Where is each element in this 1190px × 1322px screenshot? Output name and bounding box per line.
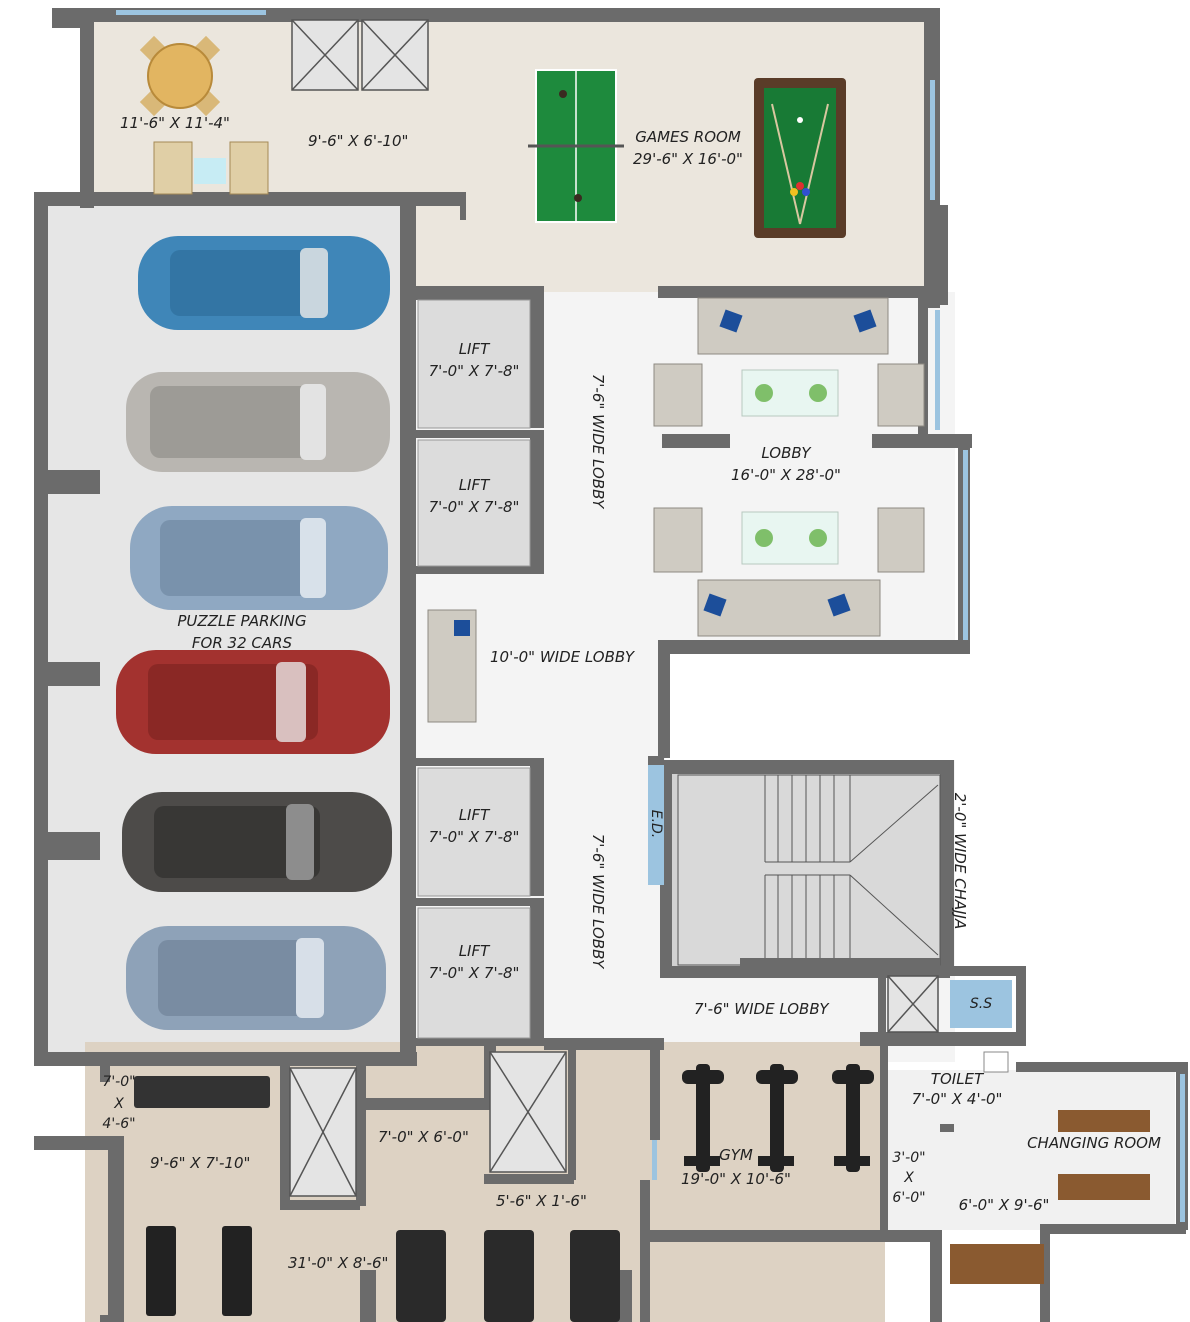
lift-1-name: LIFT xyxy=(458,340,490,358)
games-room-name: GAMES ROOM xyxy=(635,128,741,146)
windows xyxy=(116,10,1185,1222)
lift-3-size: 7'-0" X 7'-8" xyxy=(428,828,520,846)
lift-2-name: LIFT xyxy=(458,476,490,494)
lift-4-name: LIFT xyxy=(458,942,490,960)
floor-parking xyxy=(35,205,415,1065)
lobby-lower-vertical: 7'-6" WIDE LOBBY xyxy=(589,833,607,969)
dining-size: 11'-6" X 11'-4" xyxy=(120,114,230,132)
room-7-0-x-6-0: 7'-0" X 6'-0" xyxy=(378,1128,469,1146)
gym-hall-size: 31'-0" X 8'-6" xyxy=(288,1254,389,1272)
lobby-size: 16'-0" X 28'-0" xyxy=(731,466,841,484)
weights-area-line-2: X xyxy=(114,1096,124,1112)
parking-line-1: PUZZLE PARKING xyxy=(177,612,307,630)
games-room-size: 29'-6" X 16'-0" xyxy=(633,150,743,168)
lobby-10-wide: 10'-0" WIDE LOBBY xyxy=(490,648,635,666)
treadmill-icon xyxy=(396,1230,620,1322)
car-icon xyxy=(116,236,392,1030)
dumbbell-rack-icon xyxy=(134,1076,270,1108)
closet-line-3: 6'-0" xyxy=(892,1190,926,1206)
staircase xyxy=(677,774,941,968)
floor-lobby-right-gap xyxy=(665,650,955,760)
toilet-size: 7'-0" X 4'-0" xyxy=(911,1090,1003,1108)
sofa-icon xyxy=(427,297,925,723)
car-silver xyxy=(126,372,390,472)
lounge-chairs-icon xyxy=(153,141,269,195)
lift-4-size: 7'-0" X 7'-8" xyxy=(428,964,520,982)
lobby-bottom: 7'-6" WIDE LOBBY xyxy=(694,1000,829,1018)
gym-name: GYM xyxy=(719,1146,753,1164)
store-size: 9'-6" X 6'-10" xyxy=(308,132,409,150)
lobby-name: LOBBY xyxy=(761,444,811,462)
dining-table-icon xyxy=(139,35,221,117)
car-steel xyxy=(126,926,386,1030)
lobby-upper-vertical: 7'-6" WIDE LOBBY xyxy=(589,373,607,509)
ss-label: S.S xyxy=(969,996,993,1012)
bench-press-icon xyxy=(146,1226,252,1316)
lift-2-size: 7'-0" X 7'-8" xyxy=(428,498,520,516)
duct-size: 5'-6" X 1'-6" xyxy=(496,1192,587,1210)
cushions xyxy=(454,309,877,636)
table-tennis-icon xyxy=(528,69,624,223)
emergency-door-label: E.D. xyxy=(648,809,664,839)
exercise-bike-icon xyxy=(682,1064,874,1172)
toilet-fixtures xyxy=(983,1051,1009,1073)
car-blue xyxy=(138,236,390,330)
parking-line-2: FOR 32 CARS xyxy=(191,634,293,652)
pool-table-icon xyxy=(754,78,846,238)
closet-line-1: 3'-0" xyxy=(892,1150,926,1166)
lift-cabins xyxy=(417,299,531,1039)
coffee-tables xyxy=(741,369,839,565)
duct-shafts xyxy=(289,19,939,1197)
closet-line-2: X xyxy=(904,1170,914,1186)
car-lightblue xyxy=(130,506,388,610)
room-9-6-x-7-10: 9'-6" X 7'-10" xyxy=(150,1154,251,1172)
chajja-label: 2'-0" WIDE CHAJJA xyxy=(951,792,969,930)
car-dark xyxy=(122,792,392,892)
gym-size: 19'-0" X 10'-6" xyxy=(681,1170,791,1188)
changing-name: CHANGING ROOM xyxy=(1027,1134,1161,1152)
weights-area-line-1: 7'-0" xyxy=(102,1074,136,1090)
changing-size: 6'-0" X 9'-6" xyxy=(958,1196,1050,1214)
changing-benches xyxy=(950,1110,1150,1284)
weights-area-line-3: 4'-6" xyxy=(102,1116,136,1132)
car-red xyxy=(116,650,390,754)
lift-1-size: 7'-0" X 7'-8" xyxy=(428,362,520,380)
floor-changing xyxy=(885,1070,1175,1230)
lift-3-name: LIFT xyxy=(458,806,490,824)
toilet-name: TOILET xyxy=(930,1070,984,1088)
